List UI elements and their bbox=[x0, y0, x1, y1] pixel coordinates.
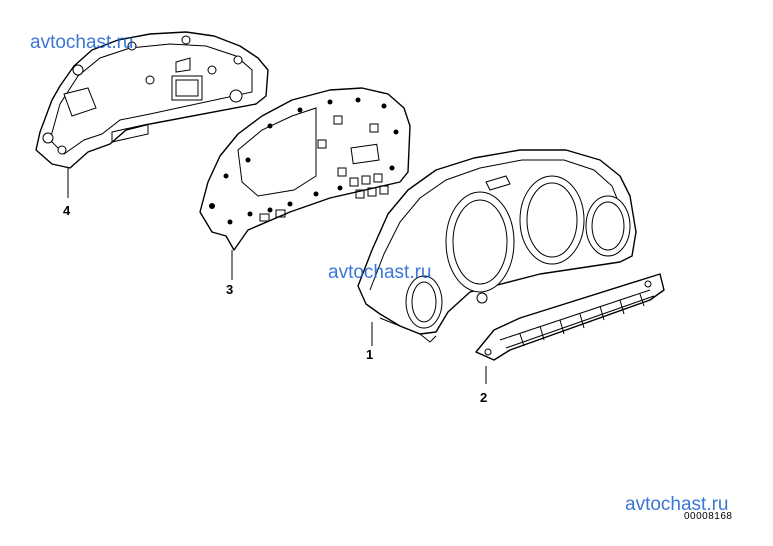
watermark-top-left: avtochast.ru bbox=[30, 32, 134, 53]
callout-part-4: 4 bbox=[63, 203, 71, 218]
callout-part-2: 2 bbox=[480, 390, 488, 405]
part-1-cluster-housing bbox=[357, 149, 637, 346]
callout-part-1: 1 bbox=[366, 347, 374, 362]
drawing-reference-number: 00008168 bbox=[684, 511, 733, 522]
part-2-trim-strip bbox=[475, 273, 665, 384]
watermark-bottom-right: avtochast.ru bbox=[625, 494, 729, 515]
callout-part-3: 3 bbox=[226, 282, 234, 297]
part-4-carrier-frame bbox=[35, 31, 269, 198]
part-3-circuit-board bbox=[199, 87, 411, 280]
watermark-center: avtochast.ru bbox=[328, 262, 432, 283]
